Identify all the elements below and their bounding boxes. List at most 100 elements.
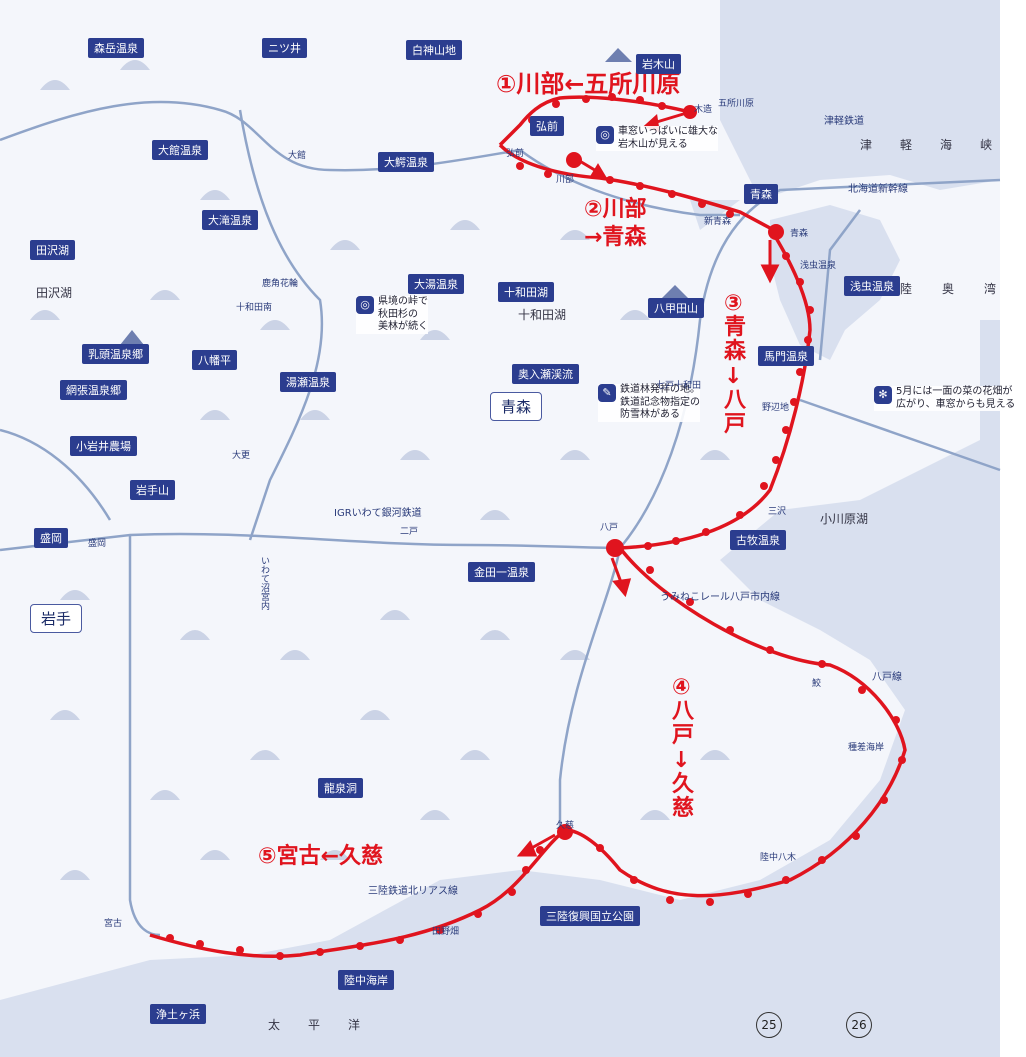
mountain-glyph [620,310,650,320]
badge-komaki: 古牧温泉 [730,530,786,550]
station-asamushi: 浅虫温泉 [800,261,837,271]
note-rapeseed: ✻ 5月には一面の菜の花畑が 広がり、車窓からも見える [874,386,1016,411]
peak-iwaki [605,48,632,62]
note-akita-sugi: ◎ 県境の峠で 秋田杉の 美林が続く [356,296,428,334]
badge-hakkoda: 八甲田山 [648,298,704,318]
route-station-dot [436,926,444,934]
station-obuke: 大更 [232,451,251,461]
rail-shimokita [818,209,861,361]
station-tanesashi: 種差海岸 [848,743,885,753]
station-shin-aomori: 新青森 [704,217,732,227]
sea-tsugaru [720,0,1000,200]
note-iwakisan-text: 車窓いっぱいに雄大な 岩木山が見える [618,126,718,150]
route-station-dot [852,832,860,840]
station-rikuchu-yagi: 陸中八木 [760,853,797,863]
line-tsugaru-railway: 津軽鉄道 [824,116,864,127]
station-gosyogawara: 五所川原 [718,99,755,109]
line-hachinohe: 八戸線 [872,672,902,683]
route-station-dot [516,162,524,170]
mountain-glyph [330,240,360,250]
route-station-dot [544,170,552,178]
route-station-dot [806,306,814,314]
window-view-icon: ◎ [596,126,614,144]
arrow-leg4-head [612,578,632,598]
badge-iwatesan: 岩手山 [130,480,175,500]
rail-iwate [128,535,161,937]
route-station-dot [396,936,404,944]
flower-icon: ✻ [874,386,892,404]
station-iwate-numakunai: いわて沼宮内 [259,556,269,610]
route-station-dots [166,93,906,960]
route-station-dot [766,646,774,654]
lake-towadako: 十和田湖 [518,308,567,322]
route-station-dot [760,482,768,490]
badge-tazawako: 田沢湖 [30,240,75,260]
route-station-dot [782,252,790,260]
route-station-dot [596,844,604,852]
route-station-dot [646,566,654,574]
mountain-glyph [560,650,590,660]
mountain-glyph [200,190,230,200]
peak-hakkoda [660,285,690,300]
badge-hachimantai: 八幡平 [192,350,237,370]
page-number-25: 25 [756,1012,782,1038]
station-miyako: 宮古 [104,919,123,929]
badge-oyu: 大湯温泉 [408,274,464,294]
station-shichinohe-towada: 七戸十和田 [656,381,702,391]
badge-owani: 大鰐温泉 [378,152,434,172]
station-same: 鮫 [812,679,822,689]
route-leg1 [498,95,691,147]
sea-pacific [0,320,1000,1057]
mountain-glyph [30,310,60,320]
station-hirosaki: 弘前 [506,149,525,159]
route-station-dot [782,426,790,434]
mountain-glyph [150,790,180,800]
mountain-glyph [180,630,210,640]
badge-hirosaki: 弘前 [530,116,564,136]
route-station-dot [686,598,694,606]
route-station-dot [782,876,790,884]
route-station-dot [796,278,804,286]
badge-yuze: 湯瀬温泉 [280,372,336,392]
badge-jodogahama: 浄土ヶ浜 [150,1004,206,1024]
badge-moritake: 森岳温泉 [88,38,144,58]
station-noheji: 野辺地 [762,403,790,413]
hub-dots [557,105,784,840]
badge-ryusendo: 龍泉洞 [318,778,363,798]
rail-tohoku-north [619,178,1001,549]
note-snow-forest-text: 鉄道林発祥の地。 鉄道記念物指定の 防雪林がある [620,384,700,420]
mountain-glyph [200,410,230,420]
map-base [0,0,1001,1057]
badge-otaki: 大滝温泉 [202,210,258,230]
region-iwate: 岩手 [30,604,83,633]
route-station-dot [636,96,644,104]
route-leg3 [619,227,812,550]
route-station-dot [608,93,616,101]
line-igr: IGRいわて銀河鉄道 [334,508,422,519]
mountain-glyph [380,610,410,620]
route-station-dot [898,756,906,764]
mountain-glyph [640,810,670,820]
badge-iwakisan: 岩木山 [636,54,681,74]
route-station-dot [772,456,780,464]
line-hokkaido-shinkansen: 北海道新幹線 [848,184,908,195]
arrow-leg5-head [516,840,538,857]
arrow-leg3-head [760,264,780,284]
route-station-dot [236,946,244,954]
hub-kawabe [566,152,582,168]
station-kawabe: 川部 [556,175,575,185]
mountain-glyph [480,630,510,640]
rail-ohu-north [519,148,740,217]
badge-mamaya: 馬門温泉 [758,346,814,366]
badge-rikuchu-kaigan: 陸中海岸 [338,970,394,990]
peaks [120,48,690,345]
mountain-glyph [200,850,230,860]
page-number-26: 26 [846,1012,872,1038]
route-station-dot [644,542,652,550]
route-label-leg4: ④ 八 戸 ↓ 久 慈 [672,675,695,821]
badge-morioka: 盛岡 [34,528,68,548]
mountain-glyph [450,220,480,230]
route-station-dot [892,716,900,724]
route-station-dot [880,796,888,804]
route-station-dot [702,528,710,536]
